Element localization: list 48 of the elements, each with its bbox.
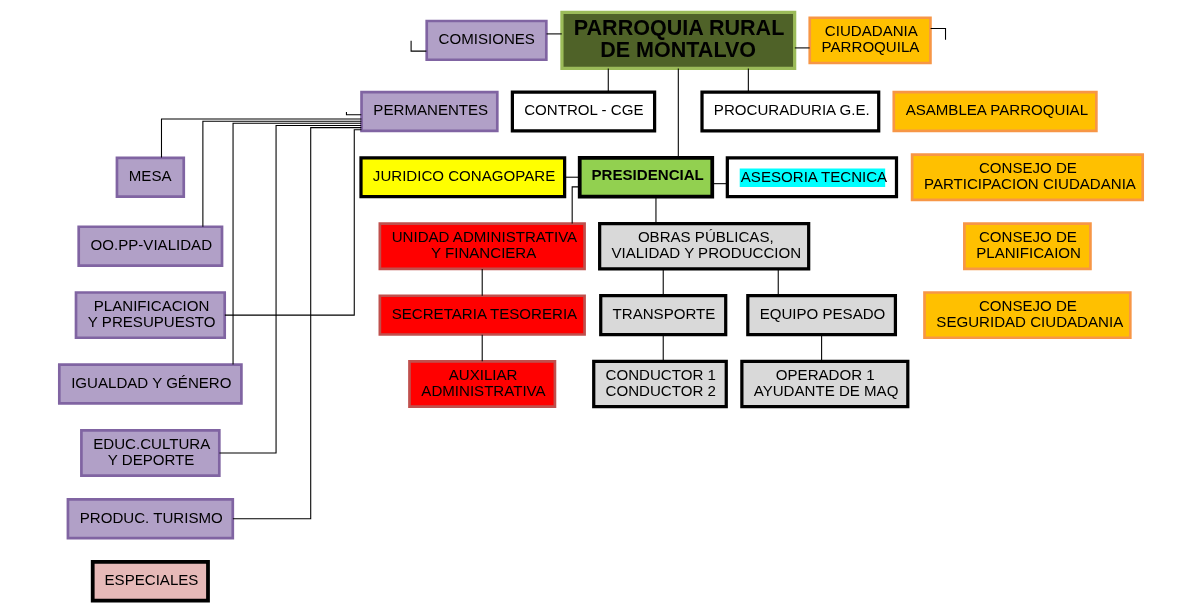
connector [821,334,823,362]
connector [662,268,664,297]
node-box: CONSEJO DE PLANIFICAION [963,222,1092,271]
node-box: CONTROL - CGE [510,90,657,133]
node-box: OPERADOR 1 AYUDANTE DE MAQ [740,359,910,409]
node-box: PRODUC. TURISMO [66,498,235,540]
connector [218,124,362,454]
node-box: EDUC.CULTURA Y DEPORTE [80,429,221,477]
node-box: TRANSPORTE [599,294,728,337]
node-box: CONSEJO DE PARTICIPACION CIUDADANIA [910,153,1145,202]
node-box: ASAMBLEA PARROQUIAL [892,90,1098,133]
node-box: CONDUCTOR 1 CONDUCTOR 2 [592,359,728,409]
node-box: PRESIDENCIAL [577,155,715,199]
connector [655,196,657,224]
connector [232,127,362,520]
node-box: PLANIFICACION Y PRESUPUESTO [74,291,227,340]
node-box: SECRETARIA TESORERIA [378,294,586,336]
node-box: CONSEJO DE SEGURIDAD CIUDADANIA [923,291,1132,340]
connector [224,129,362,316]
connector [571,186,581,224]
node-box: JURIDICO CONAGOPARE [359,156,567,199]
connector [546,33,563,35]
node-box: UNIDAD ADMINISTRATIVA Y FINANCIERA [378,222,586,271]
connector [930,28,947,41]
connector [160,118,362,159]
connector [747,67,749,93]
connector [202,120,362,228]
connector [794,47,811,49]
node-box: MESA [115,156,186,198]
connector [481,268,483,297]
node-box: IGUALDAD Y GÉNERO [57,363,243,405]
node-box: EQUIPO PESADO [746,294,898,337]
node-box: PARROQUIA RURAL DE MONTALVO [560,10,797,70]
node-box: PROCURADURIA G.E. [700,90,881,133]
connector [232,122,362,366]
node-box: ESPECIALES [90,559,210,603]
node-box: OO.PP-VIALIDAD [77,225,224,267]
node-box: COMISIONES [425,19,548,62]
connector [677,67,679,159]
node-box: AUXILIAR ADMINISTRATIVA [408,360,557,409]
node-box: OBRAS PÚBLICAS, VIALIDAD Y PRODUCCION [598,221,811,271]
connector [662,334,664,362]
connector [410,40,427,52]
connector [481,334,483,362]
connector [607,67,609,93]
node-box: PERMANENTES [360,90,499,133]
connector [777,268,779,297]
node-box: CIUDADANIA PARROQUILA [808,16,932,65]
